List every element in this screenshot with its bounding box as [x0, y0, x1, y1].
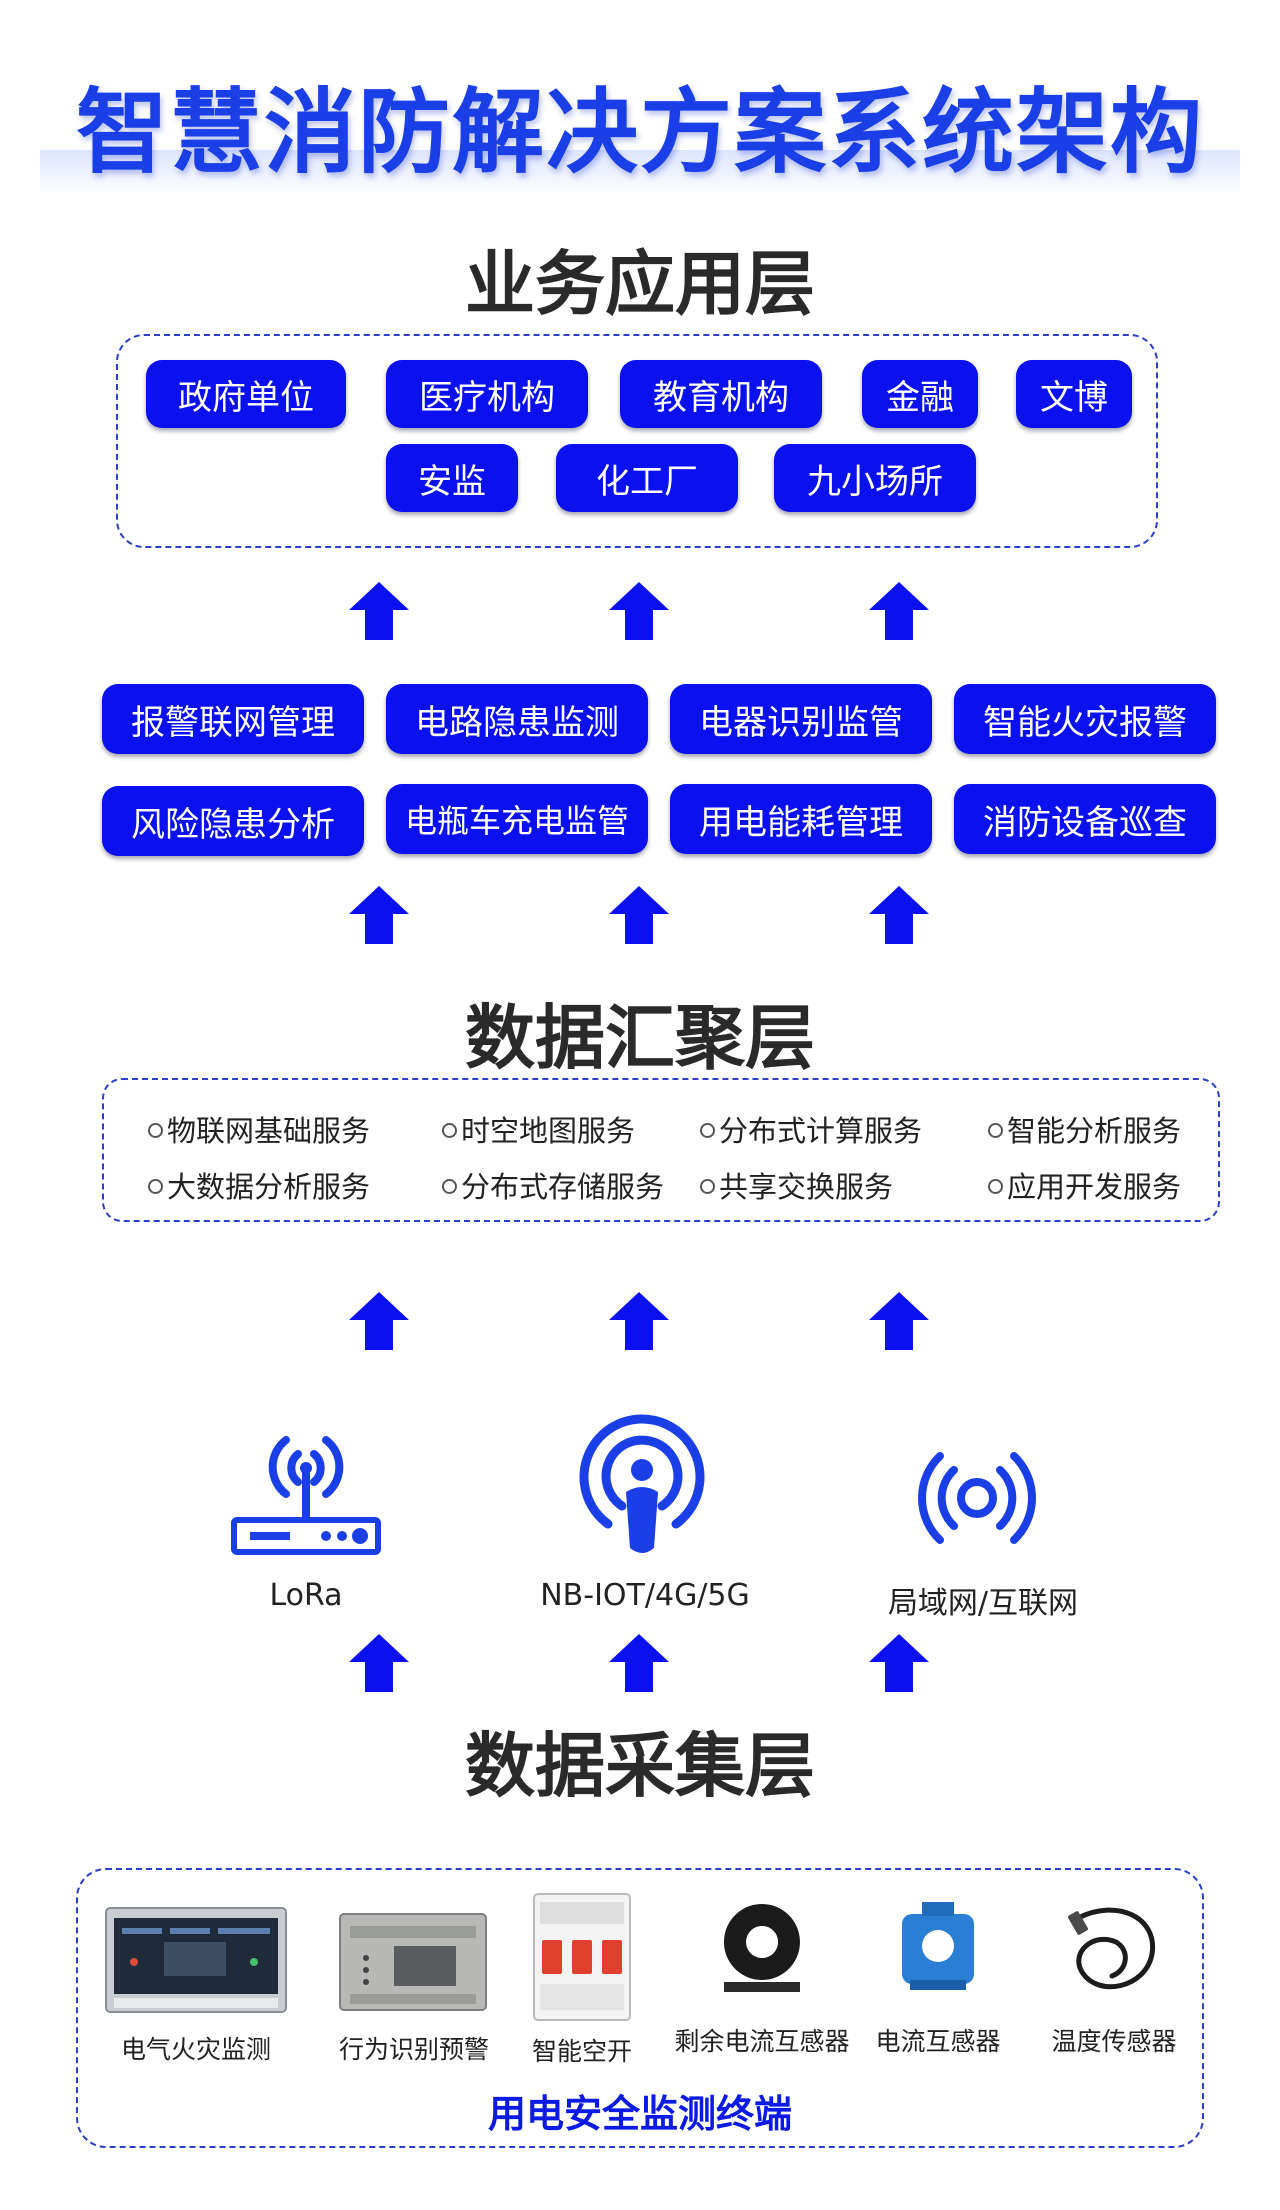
aggregation-service-box	[102, 1078, 1220, 1222]
network-label-lora: LoRa	[269, 1578, 343, 1613]
up-arrow-icon	[609, 886, 669, 944]
network-label-lan: 局域网/互联网	[887, 1586, 1079, 1621]
smart-breaker-device-icon	[533, 1893, 631, 2021]
function-alarm-network: 报警联网管理	[102, 684, 364, 754]
device-label: 行为识别预警	[338, 2035, 489, 2064]
up-arrow-icon	[349, 1292, 409, 1350]
service-item: 智能分析服务	[988, 1108, 1181, 1150]
router-icon	[231, 1436, 381, 1555]
device-label: 电气火灾监测	[120, 2035, 271, 2064]
aggregation-layer-title: 数据汇聚层	[465, 997, 815, 1079]
collection-layer-title: 数据采集层	[465, 1725, 815, 1807]
device-label: 温度传感器	[1051, 2027, 1177, 2056]
up-arrow-icon	[349, 582, 409, 640]
service-item: 应用开发服务	[988, 1164, 1181, 1206]
client-chemical-plant: 化工厂	[556, 444, 738, 512]
device-label: 智能空开	[531, 2037, 632, 2066]
client-government: 政府单位	[146, 360, 346, 428]
up-arrow-icon	[869, 1292, 929, 1350]
device-label: 剩余电流互感器	[674, 2027, 850, 2056]
client-finance: 金融	[862, 360, 978, 428]
page-title: 智慧消防解决方案系统架构	[75, 79, 1204, 186]
up-arrow-icon	[349, 886, 409, 944]
device-box	[76, 1868, 1204, 2148]
behavior-recognition-device-icon	[339, 1913, 487, 2011]
broadcast-person-icon	[579, 1414, 705, 1553]
fire-monitor-device-icon	[105, 1907, 287, 2013]
title-glow	[40, 150, 1240, 196]
function-risk-analysis: 风险隐患分析	[102, 786, 364, 856]
client-small-venues: 九小场所	[774, 444, 976, 512]
function-circuit-hazard: 电路隐患监测	[386, 684, 648, 754]
current-transformer-icon	[902, 1902, 974, 1990]
service-item: 时空地图服务	[442, 1108, 635, 1150]
function-appliance-recognition: 电器识别监管	[670, 684, 932, 754]
up-arrow-icon	[869, 582, 929, 640]
function-energy-management: 用电能耗管理	[670, 784, 932, 854]
service-item: 分布式存储服务	[442, 1164, 664, 1206]
service-item: 大数据分析服务	[148, 1164, 370, 1206]
up-arrow-icon	[609, 582, 669, 640]
client-education: 教育机构	[620, 360, 822, 428]
residual-current-transformer-icon	[723, 1904, 800, 1992]
client-medical: 医疗机构	[386, 360, 588, 428]
service-item: 分布式计算服务	[700, 1108, 922, 1150]
up-arrow-icon	[609, 1634, 669, 1692]
function-fire-alarm: 智能火灾报警	[954, 684, 1216, 754]
function-ebike-charging: 电瓶车充电监管	[386, 784, 648, 854]
device-group-label: 用电安全监测终端	[487, 2092, 792, 2136]
client-safety-supervision: 安监	[386, 444, 518, 512]
up-arrow-icon	[609, 1292, 669, 1350]
application-layer-title: 业务应用层	[465, 243, 815, 325]
device-label: 电流互感器	[875, 2027, 1001, 2056]
up-arrow-icon	[349, 1634, 409, 1692]
function-equipment-inspection: 消防设备巡查	[954, 784, 1216, 854]
up-arrow-icon	[869, 1634, 929, 1692]
network-label-cellular: NB-IOT/4G/5G	[540, 1578, 750, 1613]
up-arrow-icon	[869, 886, 929, 944]
client-museum: 文博	[1016, 360, 1132, 428]
temperature-sensor-icon	[1068, 1907, 1156, 1990]
application-client-box	[116, 334, 1158, 548]
service-item: 共享交换服务	[700, 1164, 893, 1206]
service-item: 物联网基础服务	[148, 1108, 370, 1150]
wireless-signal-icon	[918, 1452, 1036, 1544]
